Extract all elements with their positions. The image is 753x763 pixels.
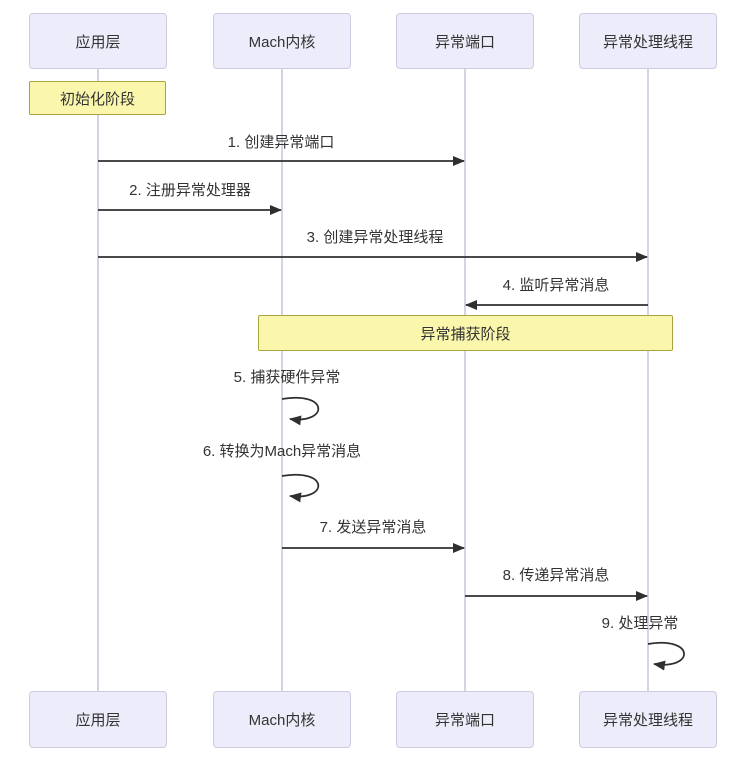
participant-top-mach-kernel: Mach内核	[213, 13, 351, 69]
participant-label: 异常端口	[434, 33, 495, 51]
message-9-self-loop	[647, 641, 685, 671]
note-label: 初始化阶段	[59, 90, 135, 108]
message-4-label: 4. 监听异常消息	[502, 277, 610, 294]
message-5-self-loop	[281, 396, 320, 426]
message-2-label: 2. 注册异常处理器	[129, 182, 251, 199]
participant-label: Mach内核	[248, 33, 316, 51]
participant-label: 异常处理线程	[602, 712, 693, 729]
participant-bottom-mach-kernel: Mach内核	[213, 691, 351, 748]
participant-top-exception-port: 异常端口	[396, 13, 534, 69]
participant-label: 应用层	[75, 712, 121, 729]
message-8-label: 8. 传递异常消息	[502, 567, 610, 584]
participant-bottom-exception-port: 异常端口	[396, 691, 534, 748]
participant-label: 应用层	[75, 33, 121, 51]
message-6-self-loop	[281, 473, 320, 503]
participant-top-exception-handler-thread: 异常处理线程	[579, 13, 717, 69]
participant-label: 异常处理线程	[602, 33, 693, 51]
participant-bottom-app-layer: 应用层	[29, 691, 167, 748]
note-label: 异常捕获阶段	[420, 325, 511, 343]
message-7-label: 7. 发送异常消息	[319, 519, 427, 536]
message-3-label: 3. 创建异常处理线程	[306, 229, 444, 246]
message-9-label: 9. 处理异常	[601, 615, 679, 632]
note-exception-capture-phase: 异常捕获阶段	[258, 315, 673, 351]
participant-top-app-layer: 应用层	[29, 13, 167, 69]
message-5-label: 5. 捕获硬件异常	[233, 369, 341, 386]
message-6-label: 6. 转换为Mach异常消息	[202, 443, 362, 460]
message-1-label: 1. 创建异常端口	[227, 134, 335, 151]
participant-bottom-exception-handler-thread: 异常处理线程	[579, 691, 717, 748]
note-init-phase: 初始化阶段	[29, 81, 166, 115]
participant-label: 异常端口	[434, 712, 495, 729]
participant-label: Mach内核	[248, 712, 316, 729]
